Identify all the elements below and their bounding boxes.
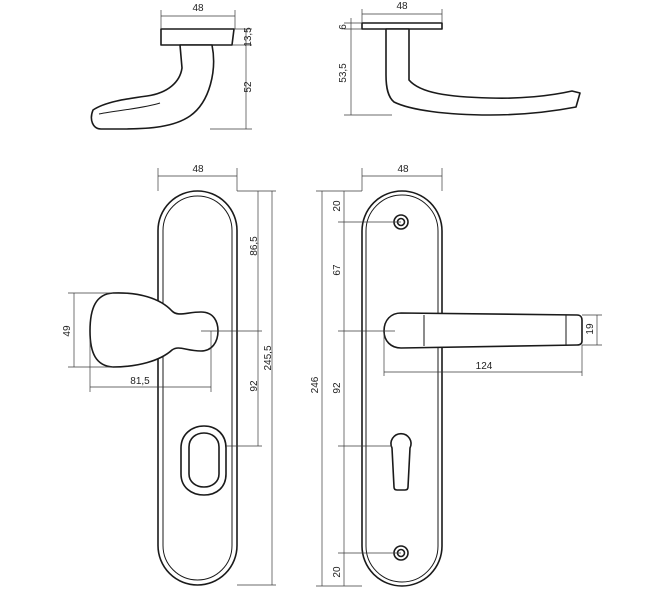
backplate-outline (361, 190, 443, 587)
dim-spindle-to-cylinder: 92 (332, 382, 343, 394)
dim-width: 48 (192, 3, 204, 14)
dim-height: 52 (243, 81, 254, 93)
dim-plate-height: 246 (310, 376, 321, 393)
knob-outline (89, 292, 219, 368)
dim-width: 48 (396, 1, 408, 12)
keyhole-outline (390, 432, 412, 491)
lever-side-view: 48 6 53,5 (338, 1, 581, 116)
grip-outline (90, 44, 215, 130)
dim-top-to-spindle: 86,5 (249, 236, 260, 256)
dim-top-screw: 20 (332, 200, 343, 212)
knob-side-view: 48 13,5 52 (90, 3, 254, 130)
lever-outline (383, 312, 583, 349)
dim-knob-height: 49 (62, 325, 73, 337)
dim-plate-height: 245,5 (263, 345, 274, 370)
cylinder-keyhole (188, 432, 220, 488)
lever-plate-front-view: 48 20 67 92 20 246 19 124 (310, 164, 602, 587)
knob-plate-front-view: 48 86,5 92 245,5 49 81,5 (62, 164, 276, 586)
dim-rose-height: 13,5 (243, 27, 254, 47)
dim-spindle-to-cylinder: 92 (249, 380, 260, 392)
dim-lever-length: 124 (476, 361, 493, 372)
backplate-outline (157, 190, 238, 586)
dim-rose-height: 6 (338, 24, 349, 30)
dim-height: 53,5 (338, 63, 349, 83)
lever-outline (385, 28, 581, 116)
grip-inner-line (98, 102, 161, 115)
dim-screw-to-spindle: 67 (332, 264, 343, 276)
backplate-inner-edge (365, 194, 439, 583)
rose-outline (160, 28, 235, 46)
dim-lever-height: 19 (585, 323, 596, 335)
dim-knob-projection: 81,5 (130, 376, 150, 387)
dim-bottom-screw: 20 (332, 566, 343, 578)
backplate-inner-edge (162, 195, 233, 581)
dim-plate-width: 48 (397, 164, 409, 175)
rose-outline (361, 22, 443, 30)
dim-plate-width: 48 (192, 164, 204, 175)
